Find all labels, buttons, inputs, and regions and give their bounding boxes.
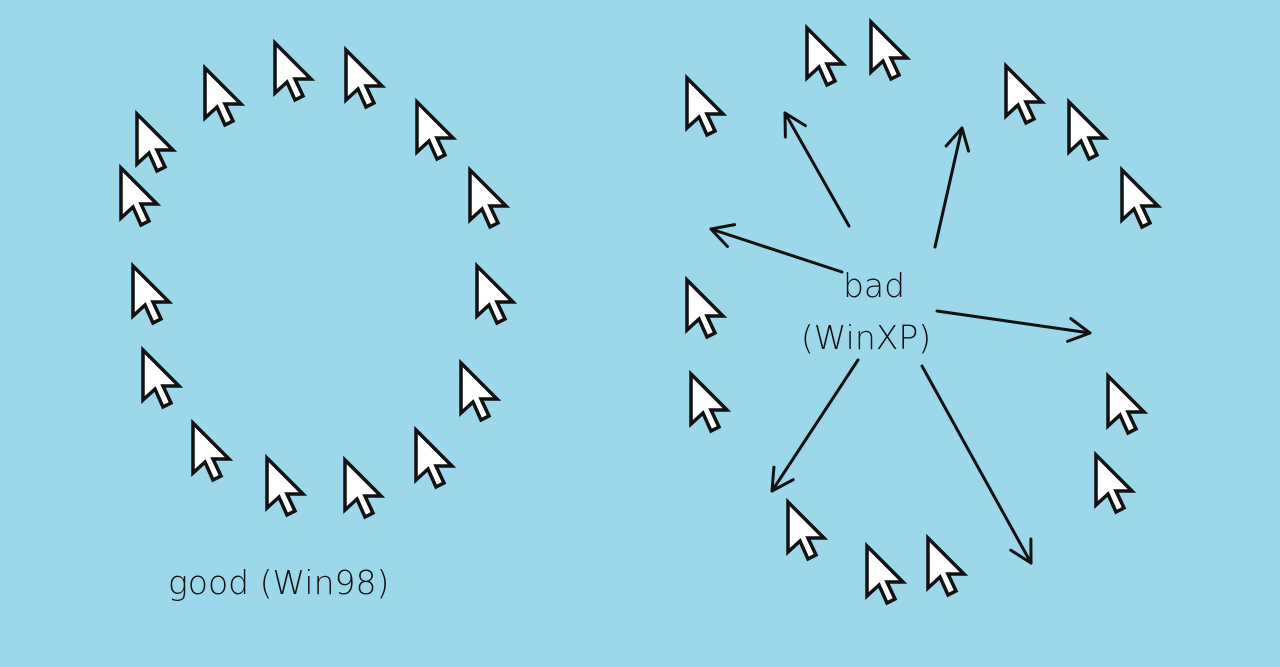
direction-arrow-icon (770, 358, 860, 493)
bad-label: bad (843, 266, 905, 305)
direction-arrow-icon (935, 309, 1092, 343)
direction-arrow-icon (933, 126, 971, 249)
scatter-arrows (709, 111, 1092, 565)
direction-arrow-icon (783, 111, 851, 228)
direction-arrow-icon (709, 223, 844, 274)
direction-arrow-icon (920, 364, 1033, 565)
bad-label-winxp: (WinXP) (801, 318, 931, 357)
good-label: good (Win98) (168, 563, 389, 602)
